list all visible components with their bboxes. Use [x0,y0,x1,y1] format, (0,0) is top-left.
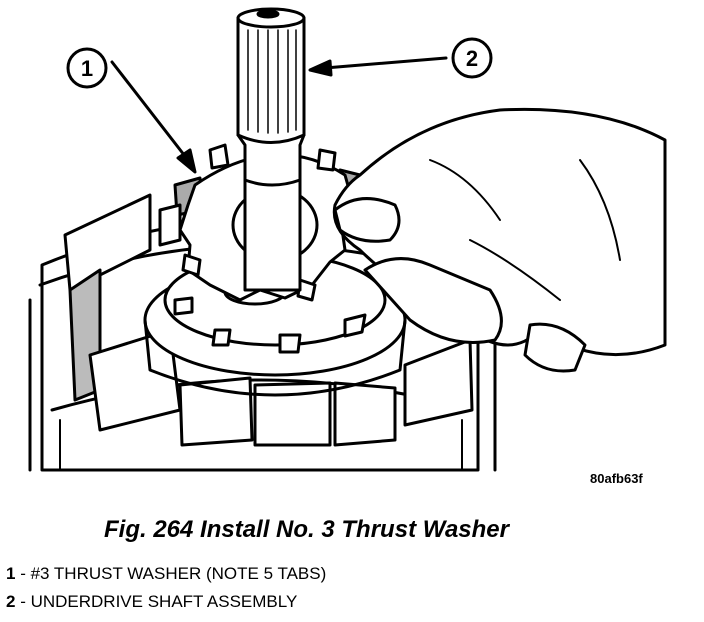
legend-separator: - [15,564,31,583]
legend-number: 1 [6,564,16,583]
callout-2 [308,37,493,79]
callout-2-label: 2 [466,46,478,71]
transmission-illustration: 1 2 [28,7,667,472]
legend-number: 2 [6,592,16,611]
hand [332,107,667,373]
callout-1 [66,47,197,174]
legend-item: 1 - #3 THRUST WASHER (NOTE 5 TABS) [6,564,326,584]
legend-text: #3 THRUST WASHER (NOTE 5 TABS) [30,564,327,583]
legend-text: UNDERDRIVE SHAFT ASSEMBLY [30,592,298,611]
underdrive-shaft [236,7,306,292]
figure-caption: Fig. 264 Install No. 3 Thrust Washer [104,516,509,543]
drum-tabs [63,168,474,447]
callout-1-label: 1 [81,56,93,81]
legend-item: 2 - UNDERDRIVE SHAFT ASSEMBLY [6,592,297,612]
legend-separator: - [15,592,31,611]
figure-id: 80afb63f [590,471,643,486]
